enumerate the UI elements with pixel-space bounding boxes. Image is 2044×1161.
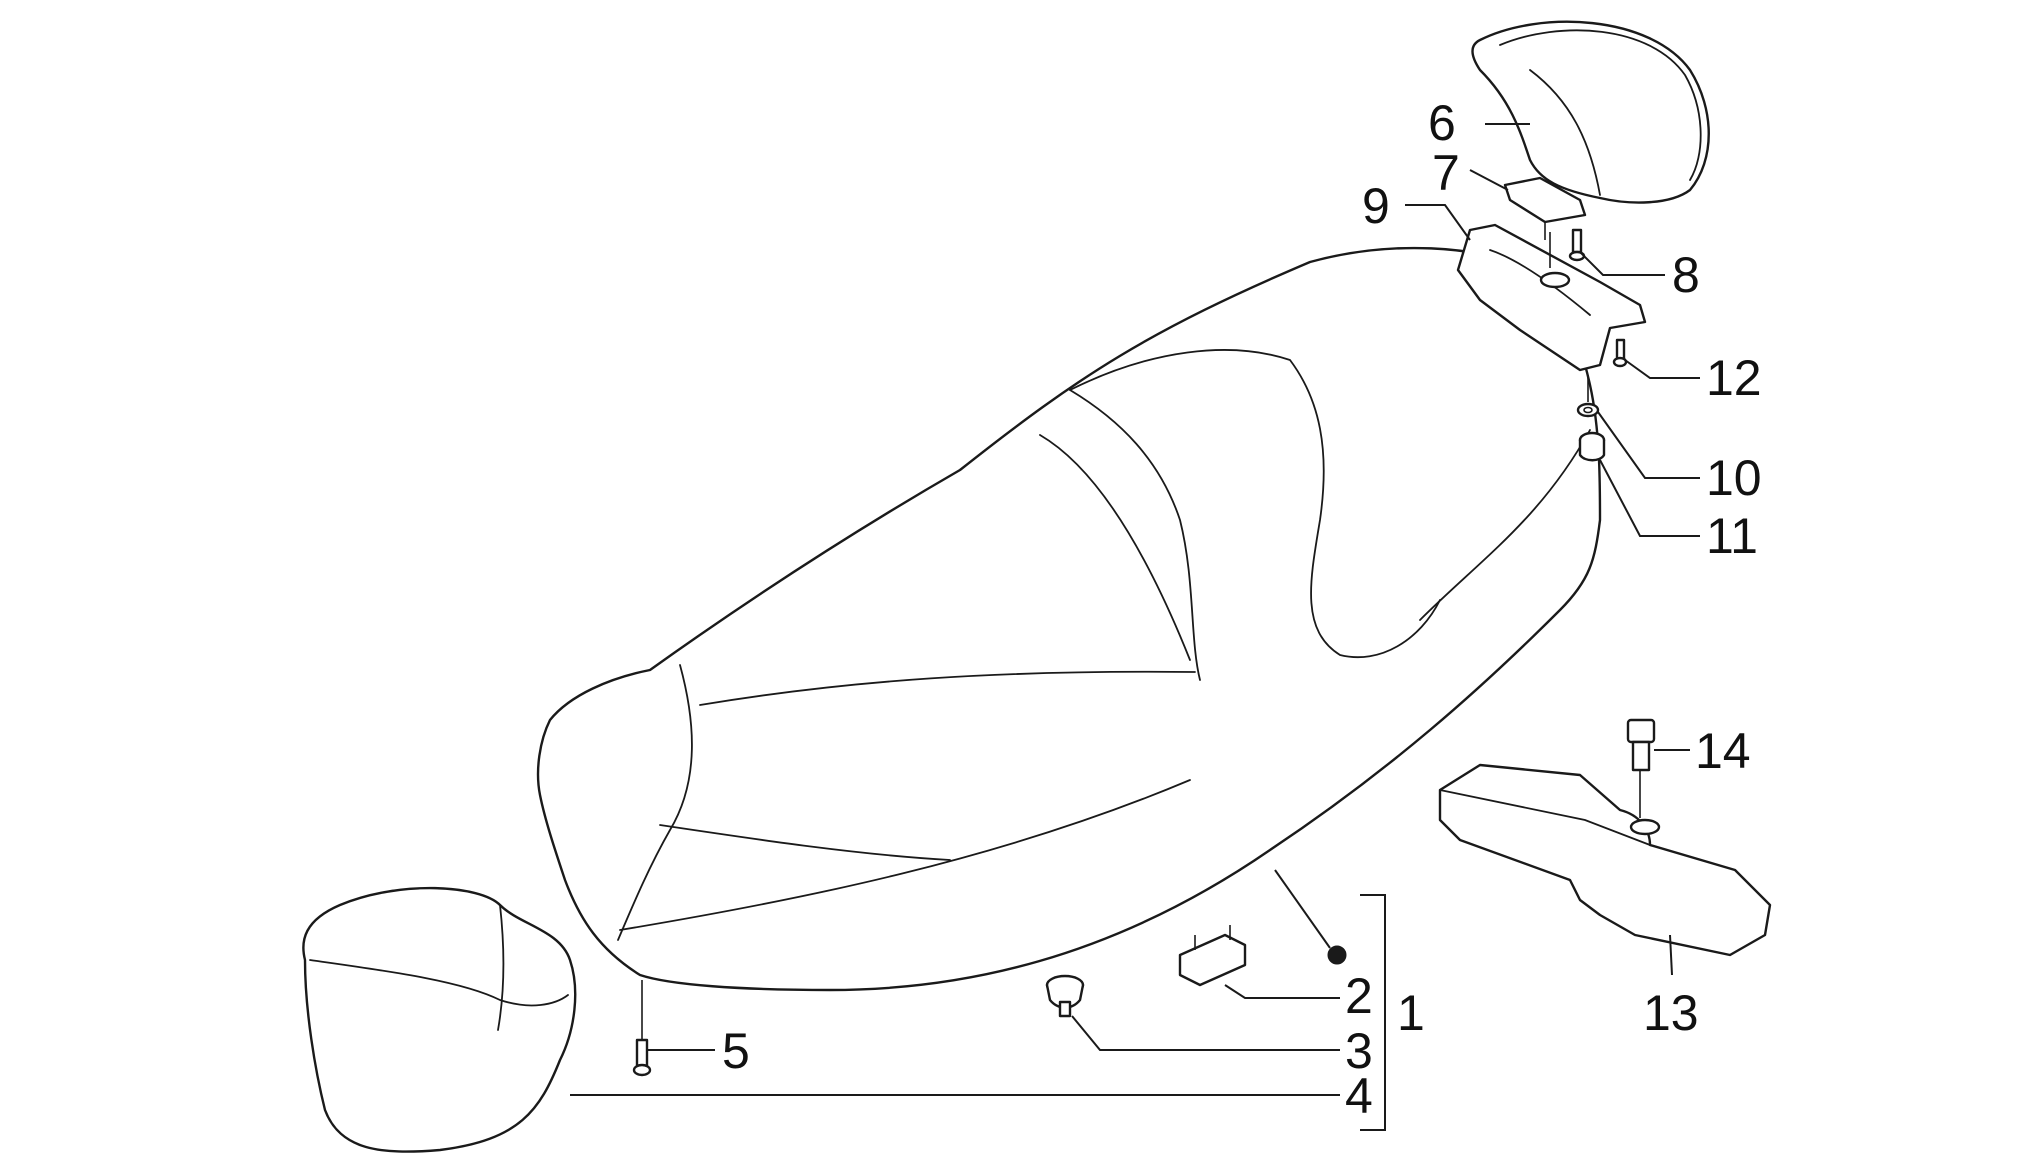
callout-3: 3 [1345,1023,1373,1079]
screw-8 [1568,228,1586,262]
leader-lines [570,123,1700,1131]
callout-7: 7 [1432,145,1460,201]
callout-10: 10 [1706,450,1762,506]
callout-2: 2 [1345,968,1373,1024]
mount-9 [1456,223,1647,372]
callout-14: 14 [1695,723,1751,779]
callout-4: 4 [1345,1068,1373,1124]
callout-labels: 6 7 9 8 12 10 11 14 13 2 1 3 4 5 [722,95,1762,1124]
seat [536,246,1602,992]
tray-13 [1438,763,1772,957]
screw-5 [632,980,652,1077]
callout-1: 1 [1397,985,1425,1041]
callout-8: 8 [1672,247,1700,303]
plate-7 [1503,176,1587,224]
bracket-2 [1178,925,1247,987]
nut-11 [1578,431,1606,462]
callout-13: 13 [1643,985,1699,1041]
callout-5: 5 [722,1023,750,1079]
screw-12 [1612,338,1628,368]
callout-6: 6 [1428,95,1456,151]
washer-10 [1576,375,1600,418]
callout-11: 11 [1706,508,1758,564]
buffer-3 [1045,974,1085,1018]
backrest-6 [1471,20,1710,240]
storage-bin [302,886,577,1153]
callout-9: 9 [1362,178,1390,234]
bolt-14 [1626,718,1656,772]
callout-12: 12 [1706,350,1762,406]
